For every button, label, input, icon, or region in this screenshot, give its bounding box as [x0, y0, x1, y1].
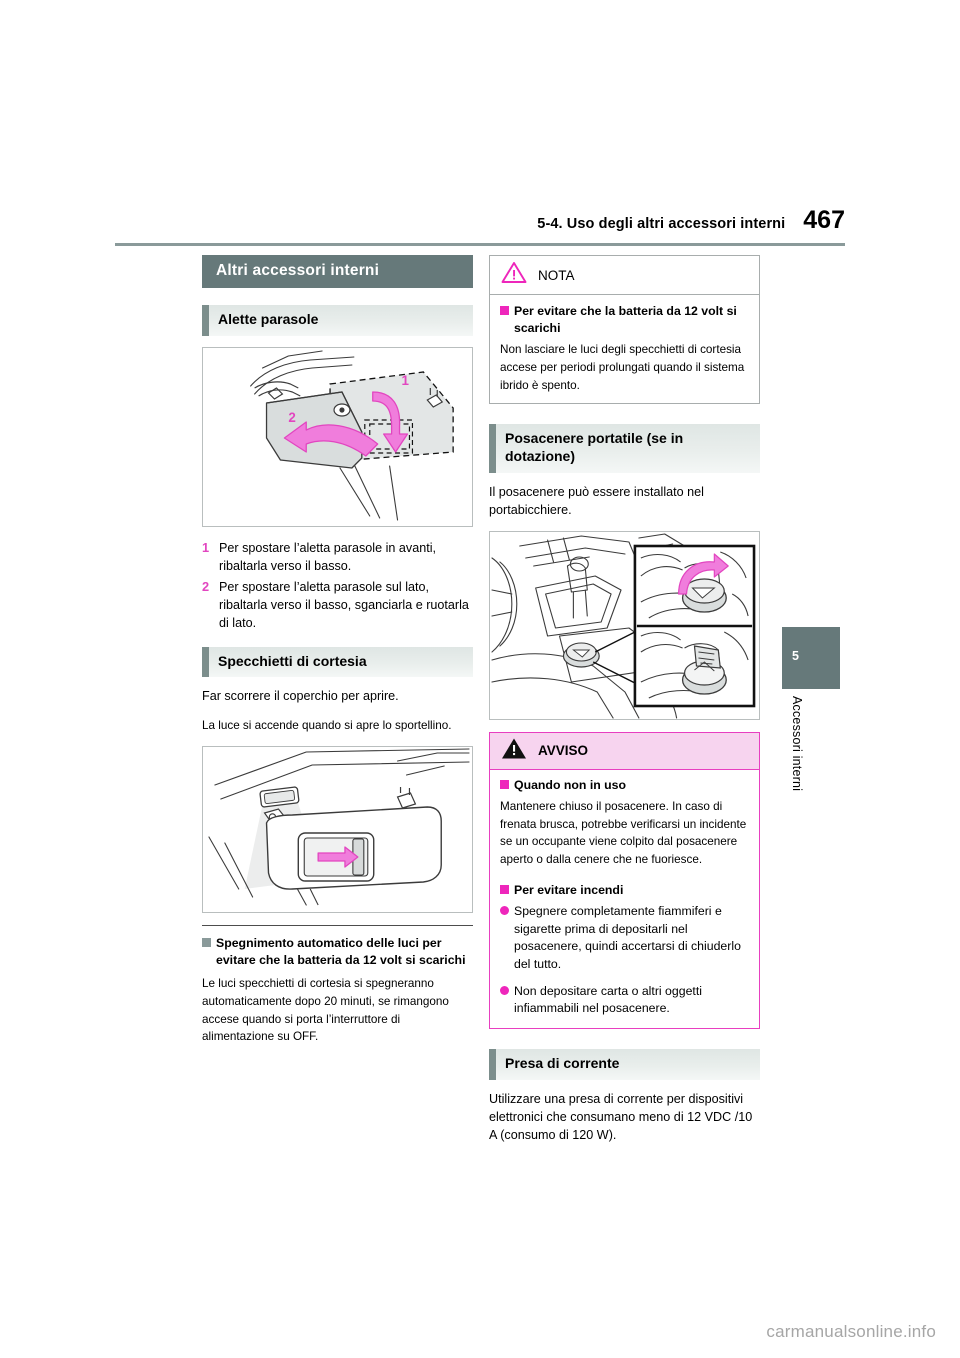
note-body-text: Le luci specchietti di cortesia si spegn…	[202, 977, 449, 1044]
arrow-rotate-icon	[678, 553, 729, 595]
section-accent-bar	[202, 646, 209, 678]
section-heading-power-outlet-label: Presa di corrente	[505, 1055, 620, 1072]
figure-vanity-mirror	[202, 746, 473, 914]
left-column: Altri accessori interni Alette parasole	[202, 255, 473, 1057]
warning-triangle-outline-icon	[501, 261, 527, 289]
nota-heading-row: Per evitare che la batteria da 12 volt s…	[500, 303, 749, 337]
section-accent-bar	[489, 1049, 496, 1081]
square-bullet-icon	[500, 306, 514, 337]
nota-callout-box: NOTA Per evitare che la batteria da 12 v…	[489, 255, 760, 405]
note-heading-text: Spegnimento automatico delle luci per ev…	[216, 936, 466, 968]
mirrors-paragraph-1: Far scorrere il coperchio per aprire.	[202, 689, 399, 704]
warning-triangle-solid-icon	[501, 737, 527, 765]
page-header: 5-4. Uso degli altri accessori interni 4…	[211, 208, 845, 233]
section-heading-power-outlet: Presa di corrente	[489, 1049, 760, 1081]
mirrors-note-block: Spegnimento automatico delle luci per ev…	[202, 925, 473, 1046]
square-bullet-icon	[500, 779, 514, 794]
chapter-tab-label: Accessori interni	[790, 696, 804, 792]
site-watermark: carmanualsonline.info	[766, 1322, 936, 1341]
arrow-label-1: 1	[402, 373, 410, 388]
arrow-label-2: 2	[288, 410, 295, 425]
avviso-heading-text: Quando non in uso	[514, 777, 627, 792]
nota-header: NOTA	[490, 256, 759, 295]
power-outlet-paragraph-1: Utilizzare una presa di corrente per dis…	[489, 1092, 753, 1142]
figure-sun-visor: 1 2	[202, 346, 473, 527]
avviso-body: Quando non in uso Mantenere chiuso il po…	[490, 770, 759, 1028]
ashtray-console-illustration	[491, 533, 756, 719]
list-item: Non depositare carta o altri oggetti inf…	[500, 983, 749, 1018]
mirrors-paragraph-2: La luce si accende quando si apre lo spo…	[202, 719, 452, 733]
list-item: 1 Per spostare l’aletta parasole in avan…	[202, 539, 473, 575]
avviso-bullet-text: Non depositare carta o altri oggetti inf…	[514, 983, 702, 1016]
ashtray-paragraph-1: Il posacenere può essere installato nel …	[489, 485, 704, 517]
avviso-body-text: Mantenere chiuso il posacenere. In caso …	[500, 799, 747, 867]
chapter-tab-number: 5	[792, 649, 799, 663]
page-number: 467	[803, 206, 845, 234]
nota-heading-text: Per evitare che la batteria da 12 volt s…	[514, 304, 737, 335]
round-bullet-icon	[500, 985, 514, 1018]
square-bullet-icon	[202, 938, 216, 969]
header-divider	[115, 243, 845, 246]
avviso-heading-row: Per evitare incendi	[500, 882, 749, 899]
avviso-label: AVVISO	[538, 743, 589, 759]
vanity-mirror-illustration	[208, 748, 470, 906]
section-heading-visor-label: Alette parasole	[218, 311, 319, 327]
step-number: 2	[202, 579, 210, 595]
section-heading-visor: Alette parasole	[202, 305, 473, 336]
chapter-tab: 5	[782, 627, 840, 689]
step-number: 1	[202, 539, 210, 555]
avviso-bullet-text: Spegnere completamente fiammiferi e siga…	[514, 903, 741, 972]
step-text: Per spostare l’aletta parasole sul lato,…	[219, 580, 469, 631]
round-bullet-icon	[500, 905, 514, 974]
list-item: Spegnere completamente fiammiferi e siga…	[500, 903, 749, 974]
arrow-slide-icon	[317, 846, 359, 868]
square-bullet-icon	[500, 884, 514, 899]
avviso-callout-box: AVVISO Quando non in uso Mantenere chius…	[489, 731, 760, 1030]
section-heading-mirrors-label: Specchietti di cortesia	[218, 652, 367, 669]
page-title: 5-4. Uso degli altri accessori interni	[537, 216, 786, 232]
section-heading-ashtray: Posacenere portatile (se in dotazione)	[489, 424, 760, 474]
list-item: 2 Per spostare l’aletta parasole sul lat…	[202, 578, 473, 632]
right-column: NOTA Per evitare che la batteria da 12 v…	[489, 255, 760, 1156]
avviso-heading-row: Quando non in uso	[500, 777, 749, 794]
nota-body: Per evitare che la batteria da 12 volt s…	[490, 295, 759, 403]
nota-body-text: Non lasciare le luci degli specchietti d…	[500, 342, 745, 392]
avviso-header: AVVISO	[490, 732, 759, 770]
visor-steps-list: 1 Per spostare l’aletta parasole in avan…	[202, 539, 473, 633]
main-title: Altri accessori interni	[202, 255, 473, 288]
note-heading-row: Spegnimento automatico delle luci per ev…	[202, 935, 473, 969]
section-accent-bar	[202, 305, 209, 336]
figure-ashtray-console	[489, 530, 760, 720]
sun-visor-illustration: 1 2	[250, 350, 454, 521]
arrow-step-1-icon	[372, 391, 409, 453]
section-heading-mirrors: Specchietti di cortesia	[202, 646, 473, 678]
avviso-heading-text: Per evitare incendi	[514, 882, 624, 897]
step-text: Per spostare l’aletta parasole in avanti…	[219, 540, 437, 574]
section-accent-bar	[489, 424, 496, 474]
nota-label: NOTA	[538, 267, 575, 283]
section-heading-ashtray-label: Posacenere portatile (se in dotazione)	[505, 430, 684, 465]
arrow-step-2-icon	[283, 421, 379, 457]
